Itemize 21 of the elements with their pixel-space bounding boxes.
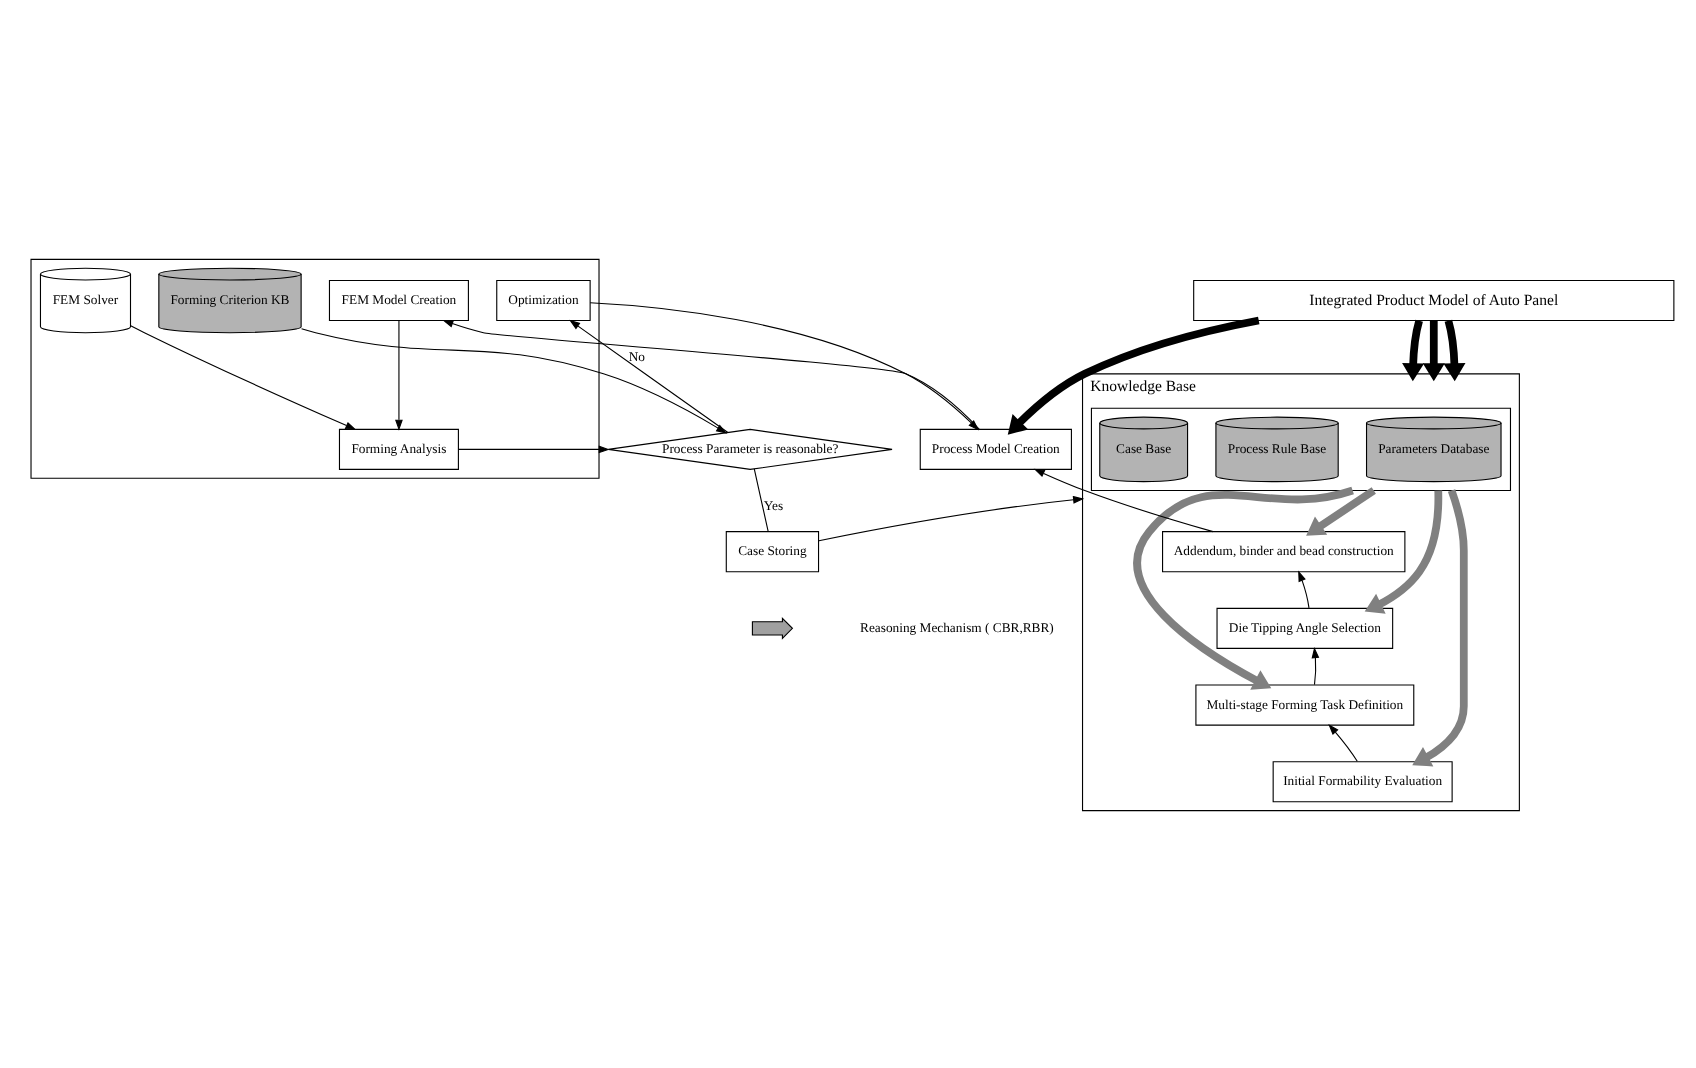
arrow (1007, 315, 1260, 434)
arrow (818, 494, 1085, 541)
arrow (442, 319, 980, 429)
arrow (1306, 486, 1376, 535)
arrow (1033, 467, 1214, 532)
connector (753, 467, 769, 532)
arrow (130, 324, 357, 429)
arrow (1328, 723, 1358, 761)
arrow (395, 319, 403, 430)
arrow (458, 444, 610, 453)
arrow (1133, 485, 1354, 689)
arrow (589, 301, 980, 430)
arrow (1298, 569, 1310, 608)
arrow (1443, 318, 1466, 381)
arrow (1422, 319, 1445, 381)
arrow (1311, 645, 1320, 685)
arrow (1402, 318, 1425, 381)
arrow (1364, 489, 1443, 613)
cluster (1090, 406, 1512, 491)
node-box: Integrated Product Model of Auto Panel (1193, 278, 1675, 321)
arrow (1412, 488, 1468, 766)
